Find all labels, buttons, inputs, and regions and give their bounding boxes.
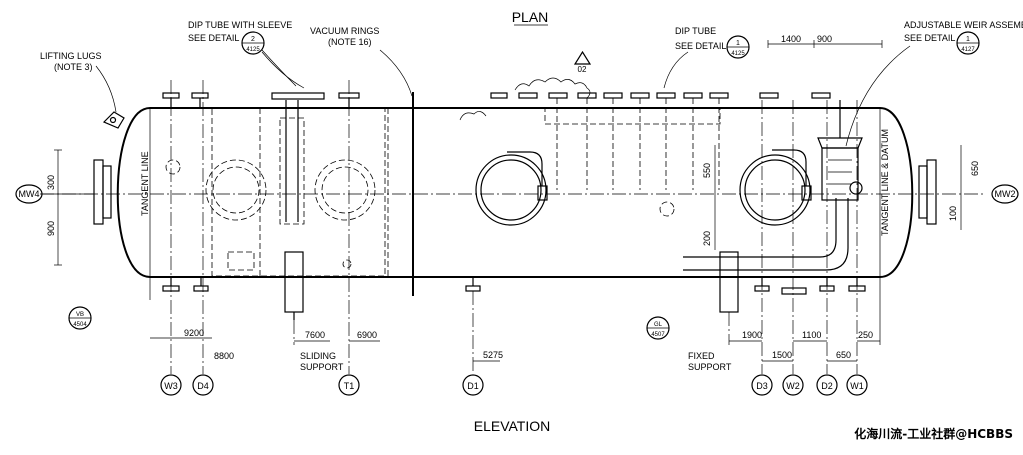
nozzle-bubbles: W3 D4 T1 D1 D3 W2 D2 W1 (161, 375, 867, 395)
nozzle-w1: W1 (850, 381, 864, 391)
svg-text:SUPPORT: SUPPORT (688, 362, 732, 372)
svg-text:LIFTING LUGS: LIFTING LUGS (40, 51, 102, 61)
svg-text:4504: 4504 (73, 322, 87, 328)
svg-text:2: 2 (251, 36, 255, 43)
svg-text:650: 650 (970, 161, 980, 176)
svg-text:100: 100 (948, 206, 958, 221)
svg-text:SLIDING: SLIDING (300, 351, 336, 361)
vessel-shell (40, 92, 985, 296)
svg-text:SEE DETAIL: SEE DETAIL (675, 41, 726, 51)
svg-text:VB: VB (76, 312, 84, 318)
svg-text:FIXED: FIXED (688, 351, 715, 361)
svg-text:4125: 4125 (731, 51, 745, 57)
revision-mark: 02 (578, 65, 587, 74)
dimensions: 1400 900 300 900 550 200 650 100 9200 88… (46, 34, 980, 361)
watermark: 化海川流-工业社群@HCBBS (854, 425, 1013, 442)
svg-text:SEE DETAIL: SEE DETAIL (904, 33, 955, 43)
svg-text:SEE DETAIL: SEE DETAIL (188, 33, 239, 43)
svg-text:8800: 8800 (214, 351, 234, 361)
svg-text:GL: GL (654, 322, 663, 328)
svg-text:200: 200 (702, 231, 712, 246)
nozzle-d2: D2 (821, 381, 833, 391)
nozzle-d1: D1 (467, 381, 479, 391)
svg-text:1400: 1400 (781, 34, 801, 44)
nozzle-w2: W2 (786, 381, 800, 391)
svg-text:550: 550 (702, 163, 712, 178)
svg-text:900: 900 (817, 34, 832, 44)
svg-text:DIP TUBE: DIP TUBE (675, 26, 716, 36)
svg-text:7600: 7600 (305, 330, 325, 340)
svg-text:1: 1 (966, 36, 970, 43)
svg-text:300: 300 (46, 175, 56, 190)
svg-text:6900: 6900 (357, 330, 377, 340)
bottom-nozzles (163, 277, 865, 294)
svg-text:1: 1 (736, 40, 740, 47)
svg-text:1900: 1900 (742, 330, 762, 340)
svg-text:ADJUSTABLE WEIR ASSEMBLY: ADJUSTABLE WEIR ASSEMBLY (904, 20, 1023, 30)
nozzle-d4: D4 (197, 381, 209, 391)
svg-text:TANGENT LINE: TANGENT LINE (140, 151, 150, 216)
svg-text:9200: 9200 (184, 328, 204, 338)
notes: LIFTING LUGS (NOTE 3) DIP TUBE WITH SLEE… (40, 20, 1023, 372)
svg-text:(NOTE 16): (NOTE 16) (328, 37, 372, 47)
nozzle-w3: W3 (164, 381, 178, 391)
svg-text:1100: 1100 (802, 330, 821, 340)
svg-text:650: 650 (836, 350, 851, 360)
manway-mw4: MW4 (19, 189, 40, 199)
plan-title: PLAN (512, 9, 549, 25)
svg-text:SUPPORT: SUPPORT (300, 362, 344, 372)
svg-text:4127: 4127 (961, 47, 975, 53)
svg-text:5275: 5275 (483, 350, 503, 360)
svg-text:1500: 1500 (772, 350, 792, 360)
svg-text:900: 900 (46, 221, 56, 236)
manway-mw2: MW2 (995, 189, 1016, 199)
svg-text:250: 250 (858, 330, 873, 340)
elevation-title: ELEVATION (474, 418, 551, 434)
nozzle-leaders (150, 80, 880, 374)
svg-text:(NOTE 3): (NOTE 3) (54, 62, 93, 72)
nozzle-t1: T1 (344, 381, 355, 391)
svg-text:VACUUM RINGS: VACUUM RINGS (310, 26, 379, 36)
svg-text:4507: 4507 (651, 332, 665, 338)
nozzle-d3: D3 (756, 381, 768, 391)
internals (94, 52, 936, 320)
detail-bubbles: 2 4125 1 4125 1 4127 VB 4504 GL 4507 02 (69, 32, 979, 339)
svg-text:4125: 4125 (246, 47, 260, 53)
svg-text:TANGENT LINE & DATUM: TANGENT LINE & DATUM (880, 129, 890, 236)
svg-text:DIP TUBE WITH SLEEVE: DIP TUBE WITH SLEEVE (188, 20, 292, 30)
